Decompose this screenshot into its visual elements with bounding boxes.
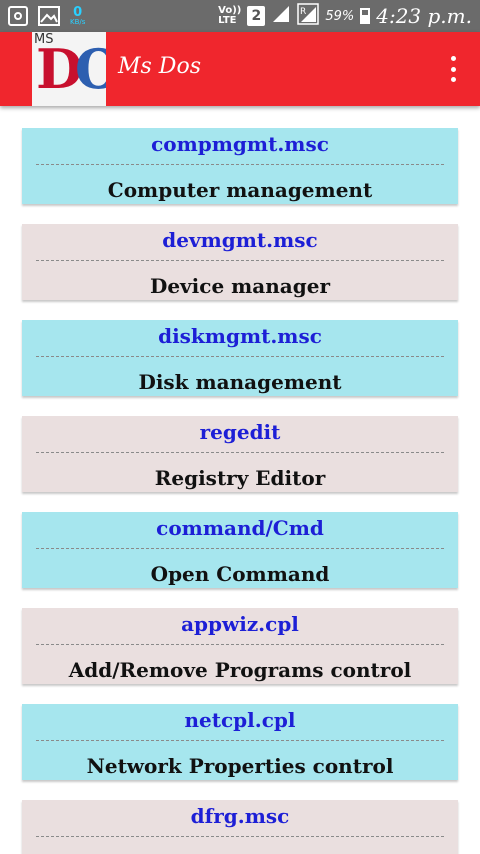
speed-unit: KB/s [70, 18, 86, 26]
command-name: command/Cmd [156, 516, 324, 540]
command-name: compmgmt.msc [151, 132, 329, 156]
app-logo: MS DOS [32, 32, 106, 106]
command-card[interactable]: diskmgmt.msc Disk management [22, 320, 458, 396]
command-name: dfrg.msc [190, 804, 290, 828]
divider [36, 260, 444, 261]
camera-icon [8, 6, 28, 26]
status-left: 0 KB/s [8, 4, 85, 28]
signal-icon [271, 4, 291, 28]
divider [36, 548, 444, 549]
divider [36, 356, 444, 357]
command-card[interactable]: regedit Registry Editor [22, 416, 458, 492]
command-name: appwiz.cpl [181, 612, 299, 636]
app-title: Ms Dos [118, 54, 201, 79]
divider [36, 164, 444, 165]
command-card[interactable]: dfrg.msc [22, 800, 458, 854]
divider [36, 740, 444, 741]
network-speed: 0 KB/s [70, 6, 85, 26]
status-right: Vo)) LTE 2 R 59% 4:23 p.m. [218, 3, 472, 29]
command-name: netcpl.cpl [184, 708, 296, 732]
command-description: Registry Editor [154, 466, 326, 490]
command-description: Disk management [138, 370, 342, 394]
overflow-menu-icon[interactable] [444, 56, 462, 82]
clock: 4:23 p.m. [376, 4, 472, 28]
command-description: Device manager [149, 274, 331, 298]
command-name: regedit [199, 420, 281, 444]
command-card[interactable]: netcpl.cpl Network Properties control [22, 704, 458, 780]
svg-text:R: R [300, 7, 306, 17]
volte-line-2: LTE [218, 15, 237, 26]
battery-percent: 59% [325, 8, 355, 24]
sim-number: 2 [247, 6, 266, 26]
command-card[interactable]: appwiz.cpl Add/Remove Programs control [22, 608, 458, 684]
command-name: devmgmt.msc [162, 228, 318, 252]
command-name: diskmgmt.msc [158, 324, 322, 348]
command-description: Open Command [150, 562, 330, 586]
volte-line-1: Vo)) [218, 5, 242, 16]
status-bar: 0 KB/s Vo)) LTE 2 R 59% 4:23 p.m. [0, 0, 480, 32]
command-card[interactable]: command/Cmd Open Command [22, 512, 458, 588]
battery-icon [360, 8, 371, 24]
logo-dos-text: DOS [36, 37, 106, 101]
speed-value: 0 [73, 5, 83, 20]
roaming-signal-icon: R [297, 3, 320, 29]
command-card[interactable]: compmgmt.msc Computer management [22, 128, 458, 204]
volte-indicator: Vo)) LTE [218, 6, 241, 26]
divider [36, 452, 444, 453]
divider [36, 836, 444, 837]
logo-ms-text: MS [34, 32, 54, 47]
command-description: Network Properties control [86, 754, 394, 778]
command-card[interactable]: devmgmt.msc Device manager [22, 224, 458, 300]
command-description: Computer management [107, 178, 373, 202]
command-description: Add/Remove Programs control [68, 658, 412, 682]
command-list: compmgmt.msc Computer management devmgmt… [22, 128, 458, 854]
image-icon [38, 6, 60, 26]
divider [36, 644, 444, 645]
